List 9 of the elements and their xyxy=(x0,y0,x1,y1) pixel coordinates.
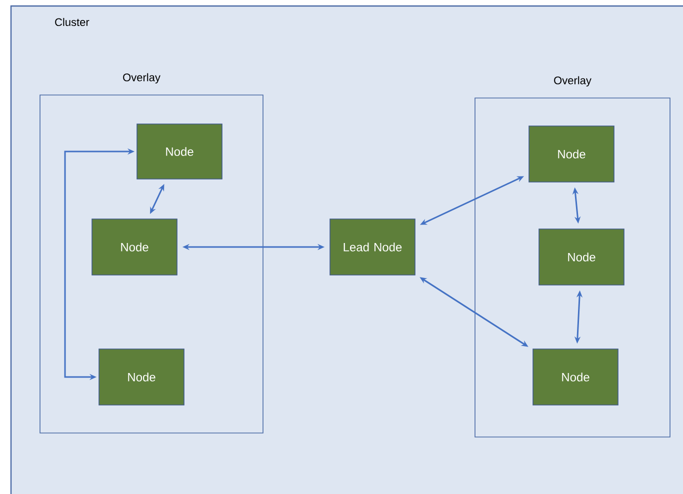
node-label: Overlay xyxy=(123,73,160,84)
node-box: Lead Node xyxy=(330,218,416,276)
node-box: Node xyxy=(528,126,614,182)
node-box: Node xyxy=(92,218,178,276)
node-box: Node xyxy=(98,348,184,406)
node-box: Node xyxy=(136,124,222,180)
node-box: Node xyxy=(532,348,618,406)
node-box: Node xyxy=(538,228,624,286)
node-label: Overlay xyxy=(554,76,592,86)
